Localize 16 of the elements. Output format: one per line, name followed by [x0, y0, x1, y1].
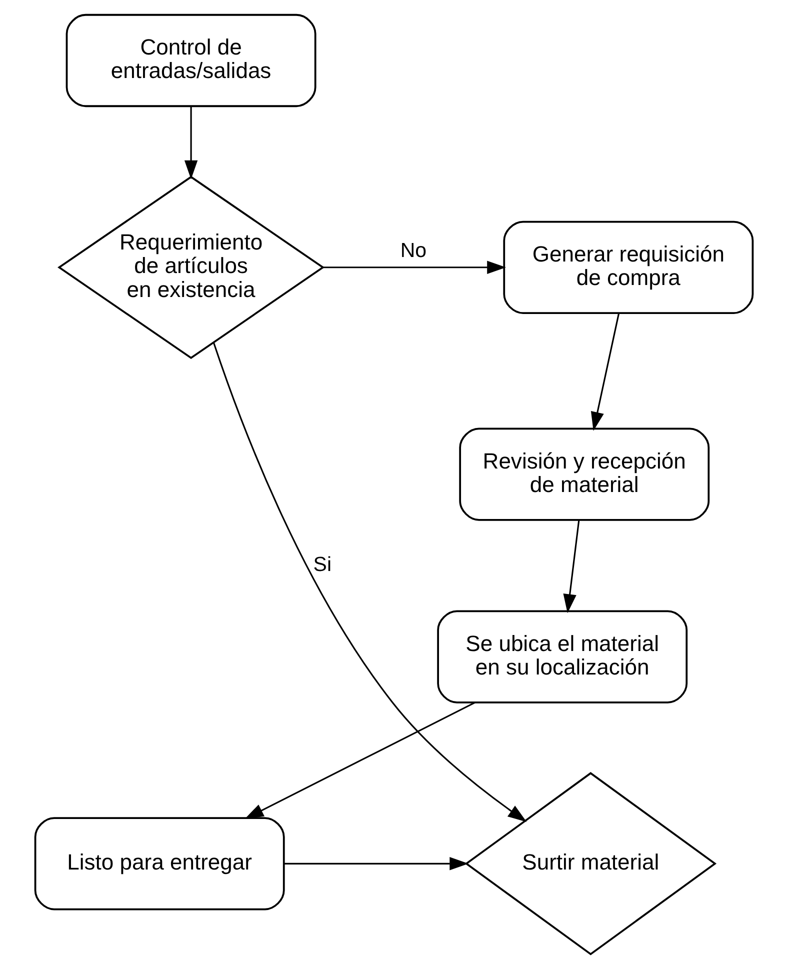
node-diamond: Surtir material [464, 772, 716, 956]
node-box: Se ubica el material en su localización [436, 610, 688, 704]
node-box: Generar requisición de compra [502, 220, 754, 314]
arrow [590, 313, 620, 431]
node-box: Revisión y recepción de material [458, 428, 710, 521]
node-box: Listo para entregar [34, 817, 284, 910]
arrow [184, 106, 198, 180]
arrow [284, 857, 468, 870]
edge-label: No [400, 239, 426, 262]
node-diamond: Requerimiento de artículos en existencia [57, 176, 324, 359]
arrow [562, 520, 580, 614]
arrow [322, 260, 506, 274]
arrow [212, 342, 526, 822]
edge-label: Si [312, 552, 332, 576]
arrow [244, 702, 475, 820]
node-box: Control de entradas/salidas [65, 14, 316, 108]
